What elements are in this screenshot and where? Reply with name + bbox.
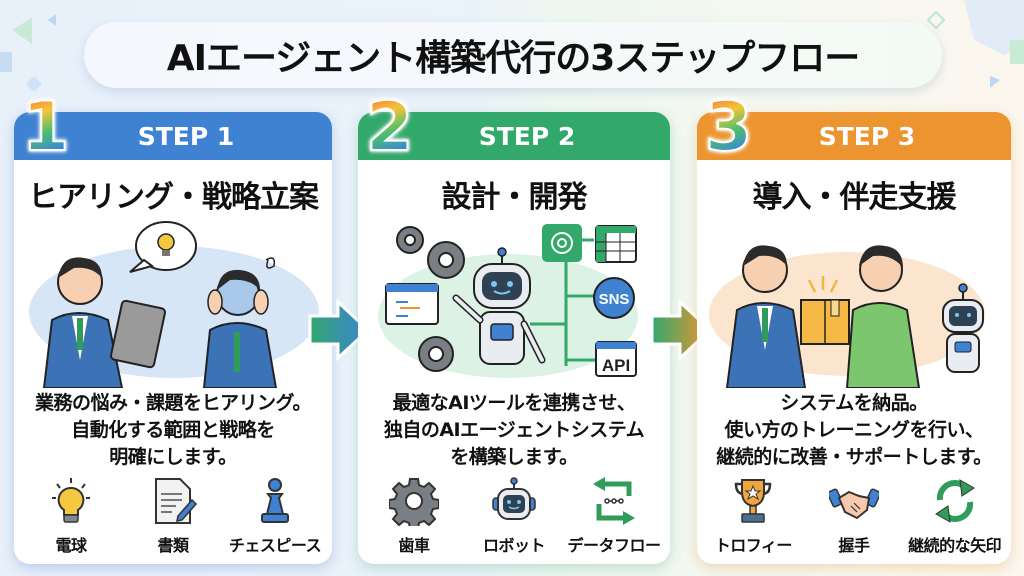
- step-2-illustration: SNS API: [358, 220, 670, 388]
- trophy-icon: [735, 479, 772, 523]
- step-2-header: STEP 2: [358, 112, 670, 160]
- cycle-arrows-icon: [934, 479, 975, 523]
- ai-tool-icon: [542, 224, 582, 262]
- flow-arrow-1-icon: [308, 298, 370, 362]
- step-3-header: STEP 3: [697, 112, 1011, 160]
- step-2-number: 2: [365, 88, 414, 167]
- chess-pawn-icon: [261, 478, 289, 523]
- step-2-icons: 歯車 ロボット データフ: [358, 476, 670, 556]
- lightbulb-item: 電球: [23, 476, 119, 556]
- step-3-title: 導入・伴走支援: [752, 180, 957, 215]
- step-2-card: STEP 2 2 設計・開発: [358, 93, 670, 564]
- step-3-card: STEP 3 3 導入・伴走支援: [697, 93, 1011, 564]
- spreadsheet-icon: [595, 225, 637, 263]
- speech-bubble-lightbulb-icon: [129, 221, 197, 273]
- robot-item: ロボット: [466, 476, 562, 556]
- step-3-description: システムを納品。 使い方のトレーニングを行い、 継続的に改善・サポートします。: [716, 392, 992, 468]
- step-1-icons: 電球 書類 チェスピース: [14, 476, 332, 556]
- data-flow-item: データフロー: [566, 476, 662, 556]
- step-1-card: STEP 1 1 ヒアリング・戦略立案: [14, 93, 332, 564]
- step-2-description: 最適なAIツールを連携させ、 独自のAIエージェントシステム を構築します。: [383, 392, 645, 468]
- step-1-header: STEP 1: [14, 112, 332, 160]
- step-1-number: 1: [21, 88, 70, 167]
- title-banner: AIエージェント構築代行の3ステップフロー: [84, 22, 942, 88]
- sns-label: SNS: [599, 291, 630, 308]
- robot-icon: [492, 477, 536, 520]
- api-label: API: [602, 356, 630, 375]
- handshake-item: 握手: [806, 476, 902, 556]
- code-window: [385, 283, 439, 325]
- step-1-description: 業務の悩み・課題をヒアリング。 自動化する範囲と戦略を 明確にします。: [35, 392, 311, 468]
- sns-badge: SNS: [593, 277, 635, 319]
- step-3-icons: トロフィー 握手 継続的な矢印: [697, 476, 1011, 556]
- chess-pawn-item: チェスピース: [227, 476, 323, 556]
- gear-item: 歯車: [366, 476, 462, 556]
- step-2-header-label: STEP 2: [478, 121, 576, 151]
- flow-arrow-2-icon: [650, 298, 712, 362]
- consultant-figure: [725, 245, 807, 389]
- gears-cluster: [396, 226, 465, 372]
- data-flow-icon: [593, 477, 635, 525]
- step-3-header-label: STEP 3: [818, 121, 916, 151]
- worried-client-figure: [202, 257, 278, 389]
- lightbulb-icon: [52, 478, 90, 523]
- background-decoration-right: [926, 0, 1024, 88]
- api-window: API: [595, 341, 637, 377]
- robot-figure: [452, 247, 546, 365]
- gear-icon: [389, 478, 439, 526]
- package-box: [800, 276, 850, 345]
- helper-robot: [942, 283, 984, 373]
- trophy-item: トロフィー: [705, 476, 801, 556]
- handshake-icon: [828, 488, 879, 520]
- step-1-illustration: [14, 220, 332, 389]
- cycle-arrows-item: 継続的な矢印: [907, 476, 1003, 556]
- client-figure: [845, 245, 921, 389]
- step-3-illustration: [697, 220, 1011, 389]
- step-1-title: ヒアリング・戦略立案: [28, 180, 319, 215]
- background-decoration-left: [0, 14, 56, 92]
- document-item: 書類: [125, 476, 221, 556]
- step-1-header-label: STEP 1: [137, 121, 235, 151]
- step-2-title: 設計・開発: [441, 180, 588, 215]
- document-icon: [155, 478, 198, 524]
- consultant-figure: [42, 257, 167, 389]
- step-3-number: 3: [704, 88, 753, 167]
- page-title: AIエージェント構築代行の3ステップフロー: [166, 38, 861, 79]
